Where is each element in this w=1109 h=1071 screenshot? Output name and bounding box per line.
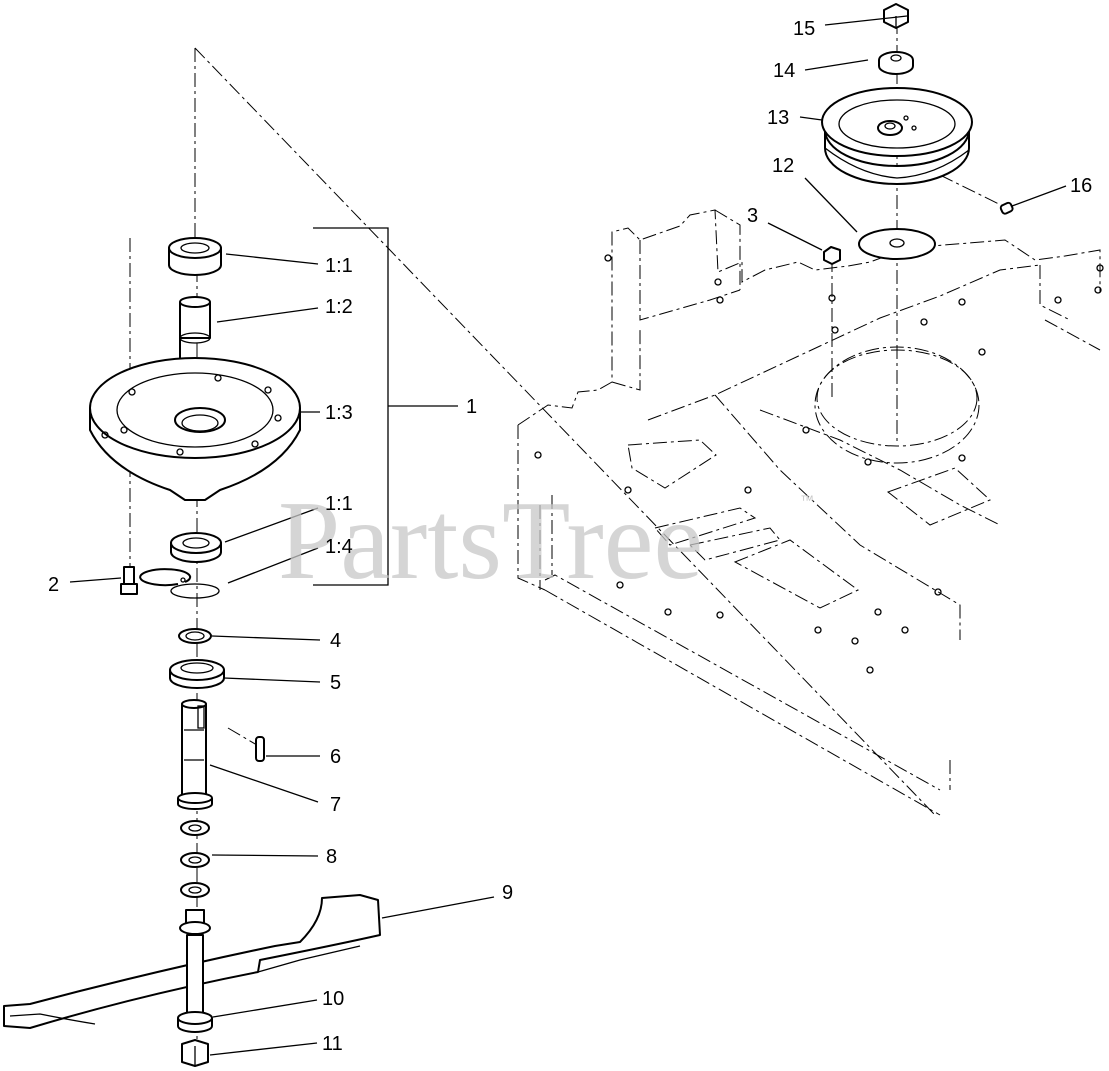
callout-3: 3 [747,205,758,227]
callout-12: 12 [772,155,794,177]
callout-1-1-lower: 1:1 [325,493,353,515]
seal-5 [169,659,225,689]
callout-5: 5 [330,672,341,694]
washer-10 [177,1011,213,1033]
housing-1-3 [89,357,301,501]
callout-6: 6 [330,746,341,768]
partstree-watermark: PartsTree [278,479,703,603]
snap-ring-1-4 [139,568,220,599]
shaft-lower [186,934,204,1016]
key-6 [255,736,265,762]
callout-1: 1 [466,396,477,418]
pin-16 [999,201,1014,215]
washer-14 [878,51,914,75]
deck-bolt-holes [534,254,1104,674]
spacer-tube-1-2 [179,296,211,370]
washer-4 [178,628,212,644]
callout-13: 13 [767,107,789,129]
callout-14: 14 [773,60,795,82]
callout-4: 4 [330,630,341,652]
callout-1-2: 1:2 [325,296,353,318]
callout-1-1-upper: 1:1 [325,255,353,277]
trademark-symbol: ™ [800,492,814,508]
callout-10: 10 [322,988,344,1010]
spacers-8 [179,820,211,935]
callout-9: 9 [502,882,513,904]
nut-15 [883,3,909,29]
callout-16: 16 [1070,175,1092,197]
bearing-1-1-upper [168,237,222,276]
callout-7: 7 [330,794,341,816]
spindle-shaft-7 [177,699,213,810]
nut-11 [181,1039,209,1067]
mower-deck-frame [517,209,1101,816]
callout-15: 15 [793,18,815,40]
bolt-2 [120,566,138,595]
blade-9 [3,894,381,1029]
leader-lines [69,15,1067,1056]
callout-1-4: 1:4 [325,536,353,558]
bearing-1-1-lower [170,532,222,563]
callout-1-3: 1:3 [325,402,353,424]
washer-12 [858,228,936,260]
nut-3 [823,246,841,265]
callout-8: 8 [326,846,337,868]
callout-11: 11 [322,1033,343,1055]
callout-labels: 15 14 13 12 16 3 1:1 1:2 1:3 1 1:1 1:4 2… [48,18,1092,1055]
callout-2: 2 [48,574,59,596]
pulley-13 [821,87,973,185]
